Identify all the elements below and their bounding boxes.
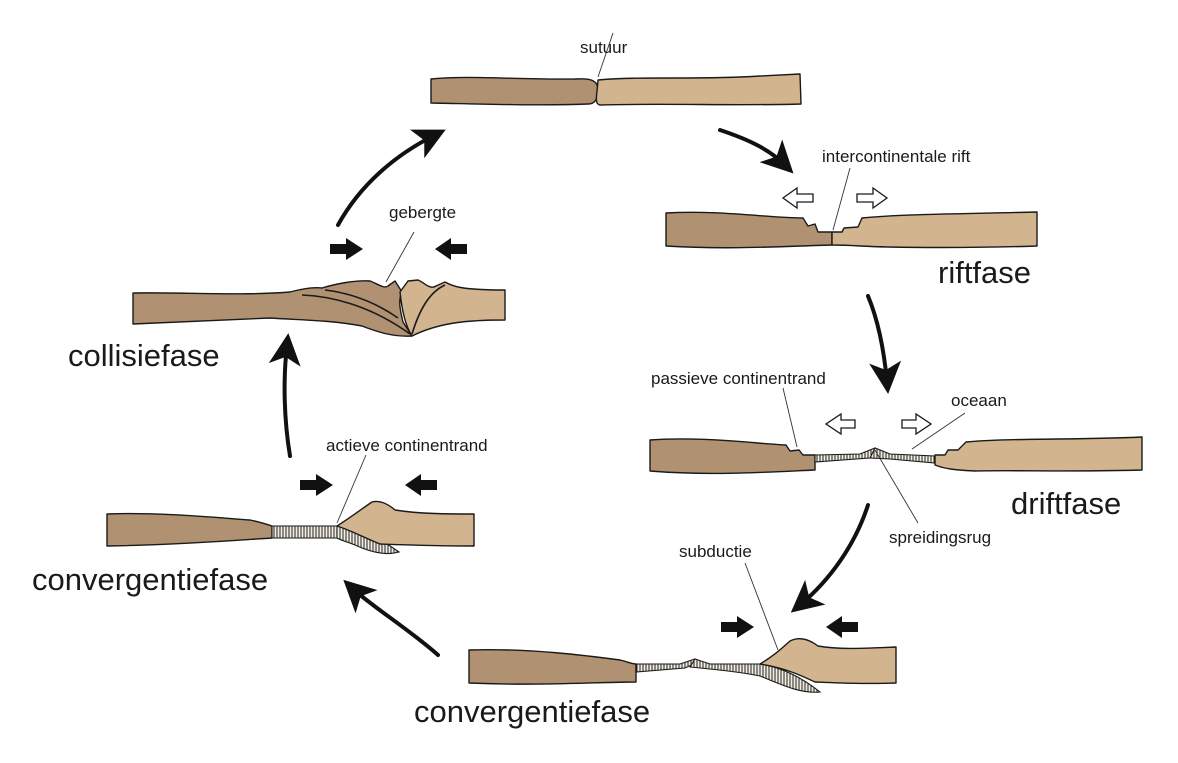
extension-arrow-right-icon (901, 412, 933, 436)
continent-left (649, 438, 816, 475)
leader-actieve-continentrand (336, 454, 367, 524)
continent-right (336, 500, 475, 547)
continent-left (106, 512, 273, 547)
compression-arrow-left-icon (826, 616, 858, 638)
thrust-fault-2 (324, 289, 399, 319)
compression-arrow-left-icon (435, 238, 467, 260)
leader-subductie (744, 562, 779, 651)
continent-left (468, 649, 637, 685)
curved-arrow-icon (268, 333, 301, 458)
stage-convergence-left: actieve continentrand convergentiefase (32, 436, 488, 597)
continent-right (759, 638, 897, 685)
continent-right (399, 279, 506, 337)
label-subductie: subductie (679, 542, 752, 561)
leader-rift (832, 167, 851, 231)
label-oceaan: oceaan (951, 391, 1007, 410)
extension-arrow-left-icon (824, 412, 856, 436)
label-gebergte: gebergte (389, 203, 456, 222)
phase-label-convergentiefase-left: convergentiefase (32, 562, 268, 597)
cycle-arrows (268, 128, 902, 657)
curved-arrow-icon (790, 503, 870, 613)
leader-spreidingsrug (874, 449, 919, 524)
curved-arrow-icon (343, 579, 440, 657)
thrust-fault-3 (411, 284, 446, 335)
continent-left (665, 211, 833, 249)
stage-collision: gebergte collisiefase (68, 203, 506, 373)
ocean-crust-right (869, 447, 936, 464)
ocean-crust (271, 525, 338, 539)
label-intercontinentale-rift: intercontinentale rift (822, 147, 971, 166)
extension-arrow-right-icon (856, 186, 889, 210)
thrust-fault-1 (301, 294, 411, 335)
phase-label-collisiefase: collisiefase (68, 338, 220, 373)
label-spreidingsrug: spreidingsrug (889, 528, 991, 547)
compression-arrow-left-icon (405, 474, 437, 496)
label-passieve-continentrand: passieve continentrand (651, 369, 826, 388)
stage-drift: passieve continentrand oceaan spreidings… (649, 369, 1143, 547)
phase-label-driftfase: driftfase (1011, 486, 1121, 521)
ocean-crust-subducting (689, 658, 822, 693)
phase-label-riftfase: riftfase (938, 255, 1031, 290)
label-sutuur: sutuur (580, 38, 628, 57)
compression-arrow-right-icon (330, 238, 363, 260)
stage-suture: sutuur (430, 32, 802, 106)
compression-arrow-right-icon (300, 474, 333, 496)
continent-right (934, 436, 1143, 472)
continent-right (595, 73, 802, 106)
curved-arrow-icon (866, 294, 902, 394)
leader-oceaan (911, 412, 966, 450)
leader-sutuur (597, 32, 614, 78)
curved-arrow-icon (718, 128, 794, 174)
continent-left (430, 76, 599, 106)
curved-arrow-icon (336, 129, 446, 227)
stage-rift: intercontinentale rift riftfase (665, 147, 1038, 290)
extension-arrow-left-icon (781, 186, 814, 210)
leader-gebergte (385, 231, 415, 283)
phase-label-convergentiefase-bottom: convergentiefase (414, 694, 650, 729)
continent-right (831, 211, 1038, 249)
leader-passieve-continentrand (782, 387, 798, 448)
continent-left (132, 280, 413, 337)
stage-convergence-bottom: subductie convergentiefase (414, 542, 897, 729)
label-actieve-continentrand: actieve continentrand (326, 436, 488, 455)
compression-arrow-right-icon (721, 616, 754, 638)
